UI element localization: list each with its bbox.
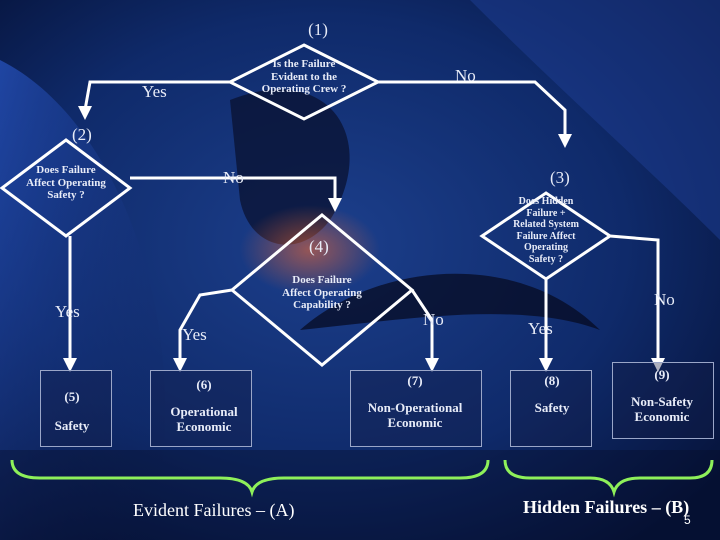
- outcome-label: Economic: [176, 418, 232, 434]
- outcome-label: Non-Operational: [367, 399, 463, 415]
- edge-n2-no-label: No: [223, 168, 244, 187]
- edge-n3-no: [609, 234, 660, 362]
- edge-n2-yes-label: Yes: [55, 302, 80, 321]
- edge-n4-no: [410, 289, 434, 362]
- arrowhead: [63, 358, 77, 372]
- node-3-number: (3): [550, 168, 570, 187]
- arrowhead: [539, 358, 553, 372]
- outcome-5: (5) Safety: [54, 389, 90, 434]
- diamond-2: [0, 138, 133, 238]
- outcome-label: Economic: [387, 414, 443, 430]
- evident-failures-caption: Evident Failures – (A): [133, 500, 295, 520]
- edge-n4-yes-label: Yes: [182, 325, 207, 344]
- edge-n3-yes-label: Yes: [528, 319, 553, 338]
- node-4-number: (4): [309, 237, 329, 256]
- arrowhead: [173, 358, 187, 372]
- evident-brace: [10, 459, 490, 498]
- edge-n4-yes: [178, 288, 233, 362]
- outcome-label: Non-Safety: [630, 393, 694, 409]
- arrowhead: [425, 358, 439, 372]
- node-1-question: Is the Failure Evident to the Operating …: [261, 58, 347, 96]
- node-2-number: (2): [72, 125, 92, 144]
- outcome-label: Safety: [54, 417, 90, 433]
- node-1-number: (1): [308, 20, 328, 39]
- node-4-question: Does Failure Affect Operating Capability…: [282, 274, 362, 312]
- edge-n2-no: [130, 176, 337, 200]
- edge-n1-no-label: No: [455, 66, 476, 85]
- outcome-box-5: [40, 370, 112, 447]
- outcome-box-9: [612, 362, 714, 439]
- arrowhead: [328, 198, 342, 212]
- edge-n1-yes-label: Yes: [142, 82, 167, 101]
- diamond-4: [229, 213, 415, 367]
- node-2-question: Does Failure Affect Operating Safety ?: [26, 164, 106, 202]
- outcome-6: (6) Operational Economic: [170, 377, 238, 435]
- outcome-box-8: [510, 370, 592, 447]
- outcome-number: (5): [64, 389, 80, 404]
- edge-n1-no: [378, 80, 567, 138]
- outcome-number: (6): [196, 377, 212, 392]
- edge-n4-no-label: No: [423, 310, 444, 329]
- arrowhead: [558, 134, 572, 148]
- edge-n3-no-label: No: [654, 290, 675, 309]
- hidden-brace: [503, 459, 714, 498]
- outcome-label: Economic: [634, 408, 690, 424]
- outcome-label: Safety: [534, 399, 570, 415]
- outcome-9: (9) Non-Safety Economic: [630, 367, 694, 425]
- node-3-question: Does Hidden Failure + Related System Fai…: [513, 196, 579, 265]
- outcome-number: (8): [544, 373, 560, 388]
- edge-n1-yes: [83, 80, 230, 111]
- page-number: 5: [684, 513, 691, 527]
- arrowhead: [78, 106, 92, 120]
- outcome-8: (8) Safety: [534, 373, 570, 416]
- diamond-1: [226, 43, 382, 121]
- arrowhead: [651, 358, 665, 372]
- hidden-failures-caption: Hidden Failures – (B): [523, 497, 690, 517]
- outcome-label: Operational: [170, 403, 238, 419]
- outcome-7: (7) Non-Operational Economic: [367, 373, 463, 431]
- outcome-box-7: [350, 370, 482, 447]
- outcome-number: (9): [654, 367, 670, 382]
- outcome-box-6: [150, 370, 252, 447]
- outcome-number: (7): [407, 373, 423, 388]
